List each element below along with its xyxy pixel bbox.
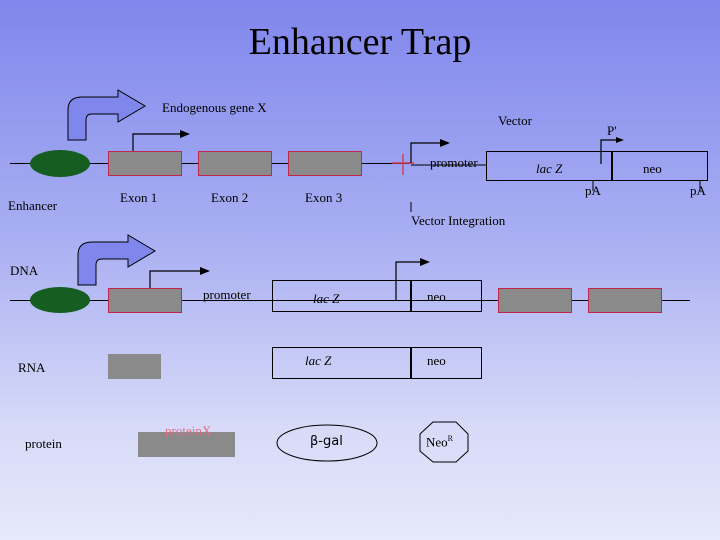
exon-1-label: Exon 1	[120, 190, 158, 205]
beta-gal-label: β-gal	[310, 434, 343, 449]
exon-3	[288, 151, 362, 176]
rna-neo-label: neo	[427, 353, 446, 368]
rna-label: RNA	[18, 360, 46, 375]
protein-label: protein	[25, 436, 62, 451]
rna-exon-1	[108, 354, 161, 379]
enhancer-action-arrow-integrated	[77, 234, 156, 286]
exon-3-label: Exon 3	[305, 190, 343, 205]
integrated-lacz-box	[272, 280, 412, 312]
vector-label: Vector	[498, 113, 532, 128]
pa-label-2: pA	[690, 183, 706, 198]
exon-2	[198, 151, 272, 176]
integrated-gene-arrowhead	[200, 267, 210, 275]
neo-r-protein	[419, 421, 469, 463]
exon-2-label: Exon 2	[211, 190, 249, 205]
page-title: Enhancer Trap	[248, 21, 472, 63]
integrated-gene-promoter-arrow	[149, 270, 200, 288]
integrated-lacz-label: lac Z	[313, 291, 340, 306]
vector-lacz-label: lac Z	[536, 161, 563, 176]
integrated-promoter-label: promoter	[203, 287, 251, 302]
vector-integration-label: Vector Integration	[411, 213, 506, 228]
insertion-site-mark	[392, 154, 414, 175]
gene-x-promoter-arrow	[132, 133, 180, 151]
dna-label: DNA	[10, 263, 39, 278]
integrated-exon-1	[108, 288, 182, 313]
protein-x-label: proteinX	[165, 423, 212, 438]
integrated-neo-label: neo	[427, 289, 446, 304]
integrated-exon-2	[498, 288, 572, 313]
p-prime-label: P'	[607, 123, 617, 138]
neo-r-label: NeoR	[426, 434, 454, 450]
integrated-exon-3	[588, 288, 662, 313]
vector-neo-label: neo	[643, 161, 662, 176]
vector-promoter-label: promoter	[430, 155, 478, 170]
enhancer-label: Enhancer	[8, 198, 58, 213]
gene-x-arrowhead	[180, 130, 190, 138]
rna-neo-box	[410, 347, 482, 379]
endogenous-gene-label: Endogenous gene X	[162, 100, 267, 115]
rna-lacz-label: lac Z	[305, 353, 332, 368]
exon-1	[108, 151, 182, 176]
vector-lacz-box	[486, 151, 613, 181]
integrated-neo-box	[410, 280, 482, 312]
protein-x-box	[138, 432, 235, 457]
enhancer-element-top	[30, 150, 90, 177]
enhancer-element-integrated	[30, 287, 90, 313]
p-prime-arrowhead	[616, 137, 624, 143]
vector-promoter-arrow	[410, 142, 440, 163]
beta-gal-protein	[276, 424, 378, 462]
vector-neo-box	[611, 151, 708, 181]
p-prime-arrow	[600, 139, 618, 164]
integrated-vector-promoter-arrow	[395, 261, 420, 300]
rna-lacz-box	[272, 347, 412, 379]
vector-promoter-arrowhead	[440, 139, 450, 147]
integrated-vector-arrowhead	[420, 258, 430, 266]
dna-line-integrated	[10, 300, 690, 301]
enhancer-action-arrow-top	[67, 89, 146, 141]
